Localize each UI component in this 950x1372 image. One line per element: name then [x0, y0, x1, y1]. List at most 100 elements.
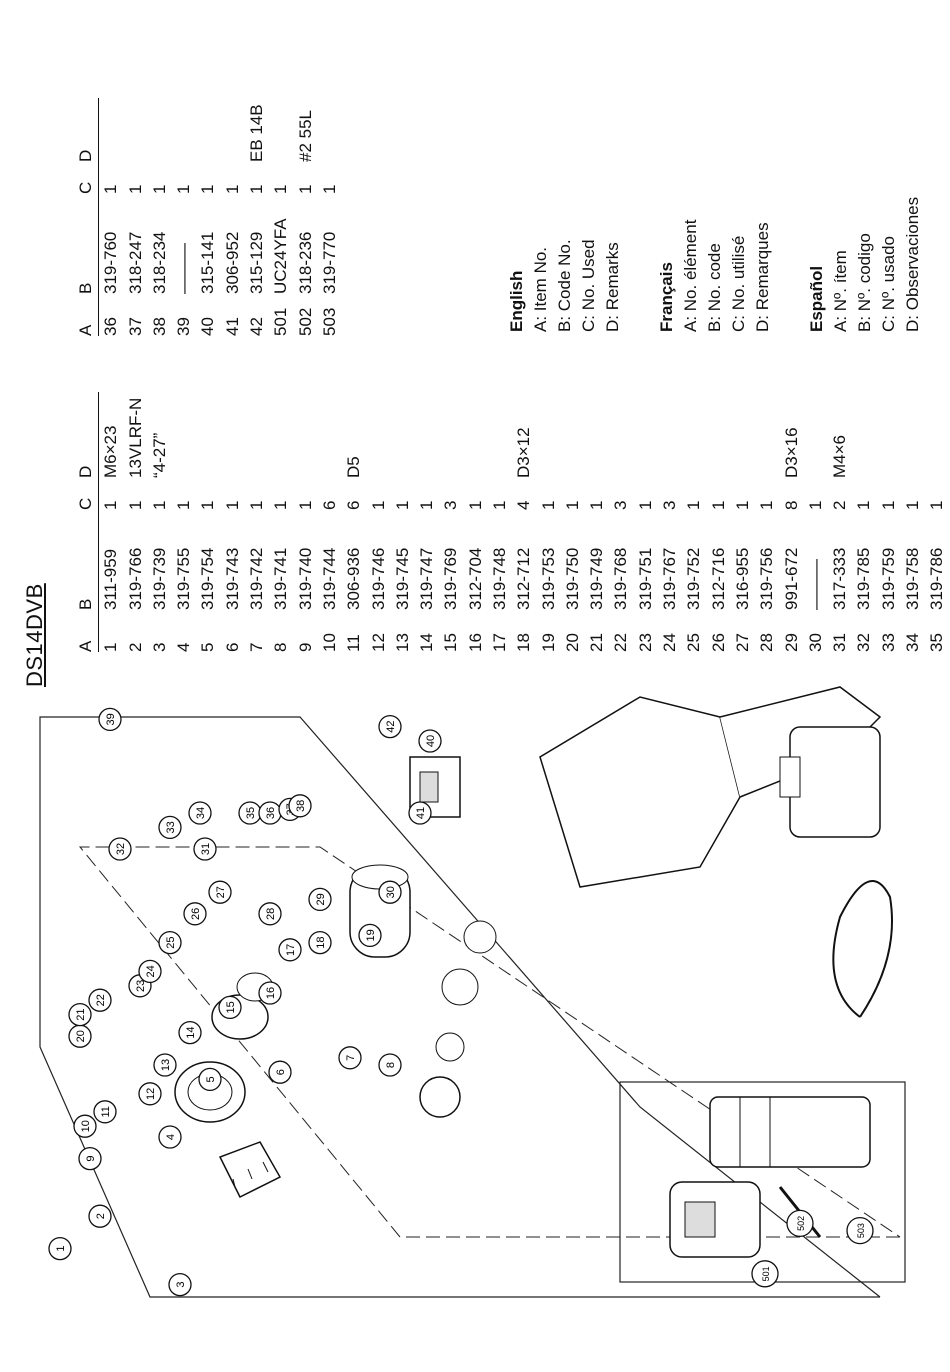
cell-c: 1: [125, 184, 145, 194]
callout-label: 36: [265, 807, 277, 819]
cell-b: 315-129: [247, 231, 267, 294]
callout-25: 25: [158, 930, 182, 955]
callout-32: 32: [108, 837, 132, 861]
cell-c: 1: [198, 184, 218, 194]
callout-label: 11: [100, 1106, 112, 1117]
callout-label: 26: [190, 908, 202, 920]
callout-label: 35: [245, 807, 257, 819]
cell-b: 315-141: [198, 231, 218, 294]
cell-c: 3: [611, 500, 631, 510]
callout-36: 36: [258, 801, 282, 825]
callout-label: 23: [135, 980, 147, 992]
col-c-header: C: [76, 478, 99, 510]
legend-d: D: Remarks: [603, 242, 622, 332]
callout-label: 19: [365, 929, 377, 941]
cell-a: 33: [878, 633, 898, 652]
callout-label: 40: [425, 735, 437, 747]
cell-a: 18: [514, 633, 534, 652]
cell-c: 4: [514, 500, 534, 510]
callout-label: 27: [215, 886, 227, 898]
legend-a: A: No. élément: [681, 219, 700, 332]
cell-c: 1: [295, 184, 315, 194]
cell-a: 17: [490, 633, 509, 652]
cell-b: 319-769: [441, 547, 461, 610]
cell-d: [391, 392, 415, 478]
callout-label: 9: [85, 1156, 97, 1162]
cell-a: 501: [271, 307, 291, 336]
cell-c: 1: [684, 500, 704, 510]
cell-c: 1: [465, 500, 485, 510]
cell-d: [269, 392, 293, 478]
callout-10: 10: [73, 1114, 97, 1138]
cell-a: 35: [927, 633, 947, 652]
legend-d: D: Observaciones: [903, 196, 922, 332]
cell-d: [172, 98, 196, 162]
cell-b: 306-936: [344, 547, 364, 610]
callout-29: 29: [308, 887, 332, 912]
cell-c: 1: [562, 500, 582, 510]
cell-d: D5: [344, 456, 364, 478]
cell-b: 319-744: [319, 547, 339, 610]
cell-d: [464, 392, 488, 478]
callout-label: 31: [200, 843, 212, 855]
callout-16: 16: [258, 981, 282, 1005]
callout-group: 1234567891011121314151617181920212223242…: [48, 707, 874, 1297]
legend-language: Français: [657, 262, 676, 332]
cell-b: 319-760: [101, 231, 121, 294]
callout-label: 3: [175, 1282, 187, 1288]
callout-label: 39: [105, 713, 117, 725]
cell-b: ———: [805, 559, 825, 610]
callout-label: 10: [80, 1120, 92, 1132]
callout-label: 7: [345, 1055, 357, 1061]
callout-label: 25: [165, 936, 177, 948]
callout-503: 503: [846, 1216, 874, 1245]
cell-a: 38: [149, 317, 169, 336]
legend-c: C: No. Used: [579, 239, 598, 332]
callout-41: 41: [408, 801, 432, 825]
cell-d: [901, 392, 925, 478]
callout-18: 18: [308, 930, 332, 955]
cell-b: 991-672: [781, 547, 801, 610]
col-b-header: B: [76, 510, 99, 610]
cell-c: 1: [708, 500, 728, 510]
callout-label: 14: [185, 1026, 197, 1038]
callout-label: 8: [385, 1062, 397, 1068]
exploded-view-diagram: 1234567891011121314151617181920212223242…: [39, 686, 906, 1298]
cell-a: 6: [222, 642, 242, 652]
callout-5: 5: [198, 1067, 222, 1092]
cell-c: 1: [295, 500, 315, 510]
cell-b: 316-955: [732, 547, 752, 610]
cell-b: 319-758: [903, 547, 923, 610]
cell-c: 1: [222, 500, 242, 510]
legend-b: B: Code No.: [555, 239, 574, 332]
cell-d: D3×16: [781, 427, 801, 478]
cell-d: [221, 98, 245, 162]
gear-case-part: [174, 1061, 246, 1123]
cell-d: [172, 392, 196, 478]
cell-b: 312-704: [465, 547, 485, 610]
cell-a: 41: [222, 317, 242, 336]
legend-language: Español: [807, 265, 826, 332]
cell-c: 6: [344, 500, 364, 510]
cell-b: 319-743: [222, 547, 242, 610]
callout-38: 38: [288, 794, 312, 818]
cell-d: [925, 392, 949, 478]
callout-label: 15: [225, 1001, 237, 1013]
callout-label: 22: [95, 994, 107, 1006]
col-a-header: A: [76, 610, 99, 652]
cell-b: 319-740: [295, 547, 315, 610]
cell-c: 1: [927, 500, 947, 510]
cell-c: 1: [125, 500, 145, 510]
cell-a: 12: [368, 633, 388, 652]
callout-28: 28: [258, 902, 282, 926]
